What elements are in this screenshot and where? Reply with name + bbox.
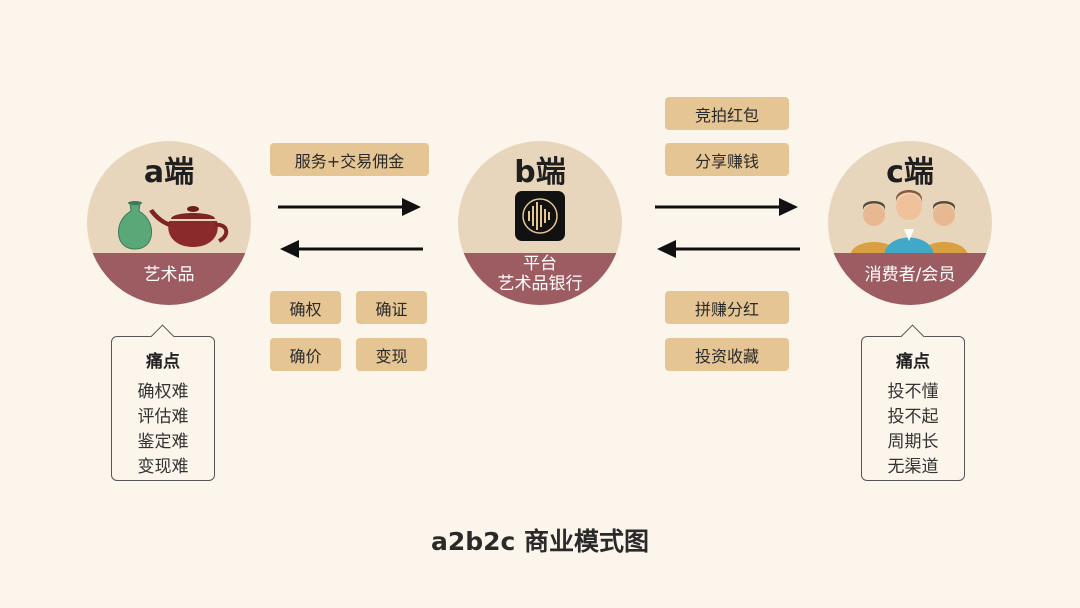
diagram-caption: a2b2c 商业模式图 (430, 527, 650, 556)
chip-service-commission: 服务+交易佣金 (270, 143, 429, 176)
pain-box-a-item: 变现难 (137, 457, 189, 477)
a-node: a端 艺术品 (87, 141, 251, 305)
pain-box-c-item: 投不懂 (887, 382, 939, 402)
pain-box-a-item: 评估难 (137, 407, 189, 427)
pain-box-c-item: 无渠道 (887, 457, 939, 477)
arrow-c-to-b (657, 240, 800, 258)
b-node-label-line2: 艺术品银行 (497, 274, 583, 294)
b-node-label-line1: 平台 (523, 254, 557, 274)
chip-share-earn: 分享赚钱 (665, 143, 789, 176)
chip-group-dividend: 拼赚分红 (665, 291, 789, 324)
c-node-band (828, 253, 992, 305)
arrow-b-to-c (655, 198, 798, 216)
c-node-label: 消费者/会员 (864, 265, 956, 285)
art-vase-teapot-icon (118, 201, 229, 250)
chip-cash-out: 变现 (356, 338, 427, 371)
pain-box-c-pointer (900, 324, 925, 349)
a-node-label: 艺术品 (143, 265, 195, 285)
b-node: b端 平台 艺术品银行 (458, 141, 622, 305)
pain-box-c-item: 周期长 (887, 432, 939, 452)
arrow-a-to-b (278, 198, 421, 216)
chip-confirm-price: 确价 (270, 338, 341, 371)
a-node-band (87, 253, 251, 305)
c-node: c端 消费者/会员 (828, 141, 992, 305)
platform-logo-icon (515, 191, 565, 241)
pain-box-c: 痛点 投不懂 投不起 周期长 无渠道 (861, 324, 965, 481)
pain-box-c-item: 投不起 (887, 407, 939, 427)
pain-box-a-item: 鉴定难 (137, 432, 189, 452)
b-node-band (458, 253, 622, 305)
pain-box-a-pointer (150, 324, 175, 349)
pain-box-a-title: 痛点 (146, 352, 180, 372)
arrow-b-to-a (280, 240, 423, 258)
a-node-title: a端 (143, 155, 195, 190)
c-node-title: c端 (886, 155, 934, 190)
pain-box-a: 痛点 确权难 评估难 鉴定难 变现难 (111, 324, 215, 481)
chip-invest-collect: 投资收藏 (665, 338, 789, 371)
chip-confirm-certificate: 确证 (356, 291, 427, 324)
b-node-title: b端 (514, 155, 566, 190)
chip-confirm-rights: 确权 (270, 291, 341, 324)
chip-auction-red-packet: 竞拍红包 (665, 97, 789, 130)
pain-box-a-item: 确权难 (137, 382, 189, 402)
pain-box-c-title: 痛点 (896, 352, 930, 372)
